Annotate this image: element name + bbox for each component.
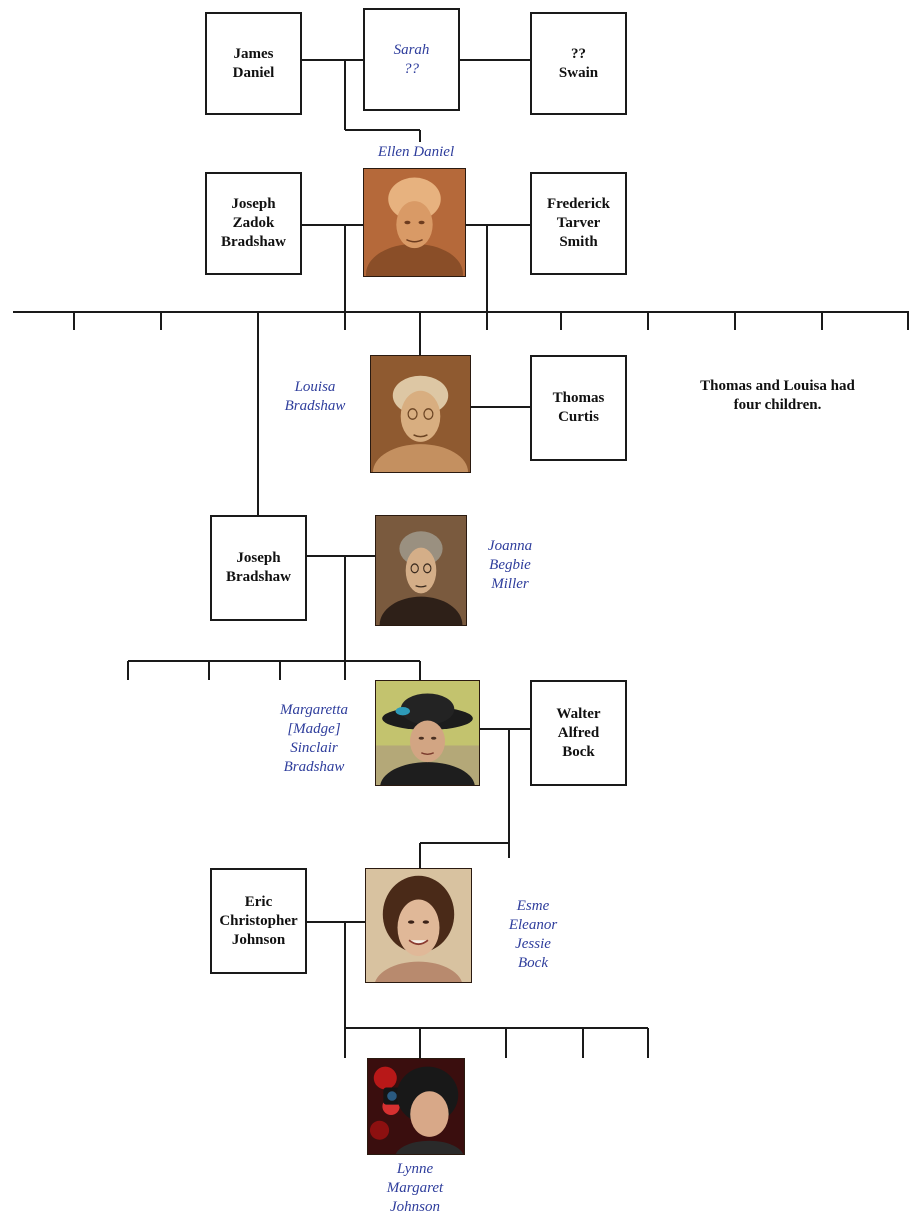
person-box-thomas-curtis: Thomas Curtis	[530, 355, 627, 461]
person-label-lynne-margaret-johnson: Lynne Margaret Johnson	[386, 1161, 444, 1215]
person-box-sarah: Sarah ??	[363, 8, 460, 111]
note-thomas-louisa-children: Thomas and Louisa had four children.	[700, 378, 855, 413]
person-label-louisa-bradshaw: Louisa Bradshaw	[284, 379, 346, 414]
person-box-joseph-bradshaw: Joseph Bradshaw	[210, 515, 307, 621]
photo-louisa-bradshaw	[370, 355, 471, 473]
photo-lynne-margaret-johnson	[367, 1058, 465, 1155]
person-box-joseph-zadok-bradshaw: Joseph Zadok Bradshaw	[205, 172, 302, 275]
person-box-eric-christopher-johnson: Eric Christopher Johnson	[210, 868, 307, 974]
person-box-swain: ?? Swain	[530, 12, 627, 115]
person-label-joanna-begbie-miller: Joanna Begbie Miller	[487, 538, 533, 592]
person-box-walter-alfred-bock: Walter Alfred Bock	[530, 680, 627, 786]
person-label-esme-eleanor-jessie-bock: Esme Eleanor Jessie Bock	[508, 898, 558, 971]
photo-ellen-daniel	[363, 168, 466, 277]
person-box-james-daniel: James Daniel	[205, 12, 302, 115]
photo-margaretta-bradshaw	[375, 680, 480, 786]
photo-esme-eleanor-jessie-bock	[365, 868, 472, 983]
person-box-frederick-tarver-smith: Frederick Tarver Smith	[530, 172, 627, 275]
photo-joanna-begbie-miller	[375, 515, 467, 626]
person-label-ellen-daniel: Ellen Daniel	[377, 144, 455, 160]
person-label-margaretta-bradshaw: Margaretta [Madge] Sinclair Bradshaw	[279, 702, 349, 775]
